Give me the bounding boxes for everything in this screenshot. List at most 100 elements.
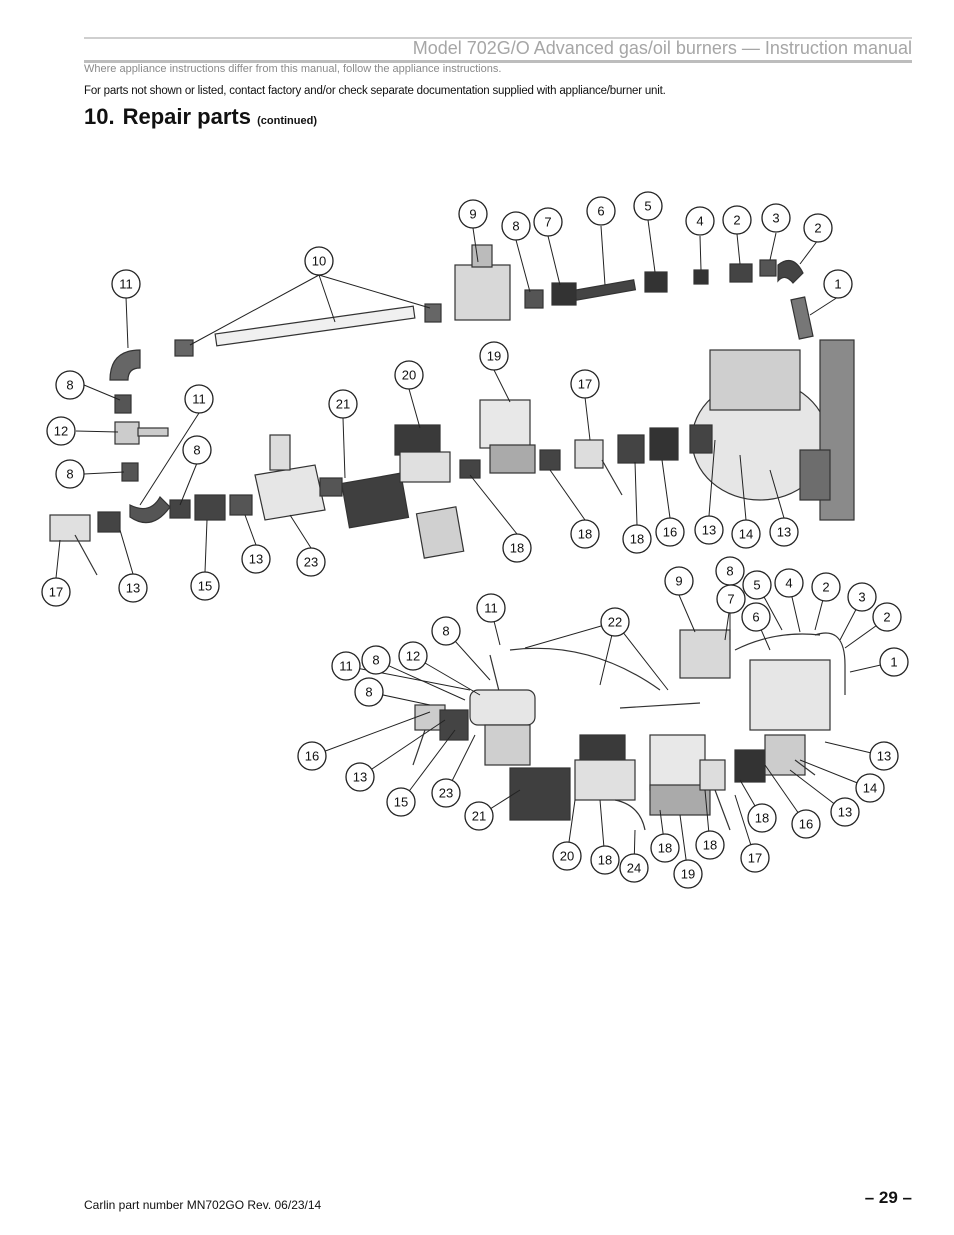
svg-text:13: 13 (353, 770, 367, 785)
callout-12: 12 (398, 641, 428, 671)
callout-17: 17 (570, 369, 600, 399)
svg-text:13: 13 (126, 581, 140, 596)
svg-text:11: 11 (484, 601, 498, 616)
header-rule-top (84, 37, 912, 39)
callout-2: 2 (811, 572, 841, 602)
svg-text:18: 18 (510, 541, 524, 556)
callout-17: 17 (740, 843, 770, 873)
svg-text:12: 12 (54, 424, 68, 439)
svg-text:23: 23 (304, 555, 318, 570)
callout-11: 11 (331, 651, 361, 681)
svg-text:8: 8 (365, 685, 372, 700)
section-heading: 10.Repair parts (continued) (84, 104, 317, 130)
callout-13: 13 (769, 517, 799, 547)
svg-text:13: 13 (838, 805, 852, 820)
svg-text:14: 14 (739, 527, 753, 542)
callout-2: 2 (872, 602, 902, 632)
callout-3: 3 (847, 582, 877, 612)
callout-1: 1 (823, 269, 853, 299)
svg-text:18: 18 (598, 853, 612, 868)
svg-text:8: 8 (726, 564, 733, 579)
svg-text:2: 2 (733, 213, 740, 228)
callout-14: 14 (731, 519, 761, 549)
callout-2: 2 (722, 205, 752, 235)
callout-23: 23 (431, 778, 461, 808)
svg-text:2: 2 (883, 610, 890, 625)
svg-text:20: 20 (560, 849, 574, 864)
callout-18: 18 (590, 845, 620, 875)
svg-text:22: 22 (608, 615, 622, 630)
svg-text:3: 3 (858, 590, 865, 605)
svg-text:18: 18 (755, 811, 769, 826)
svg-text:8: 8 (66, 378, 73, 393)
callout-18: 18 (650, 833, 680, 863)
callout-21: 21 (464, 801, 494, 831)
svg-text:11: 11 (119, 277, 133, 292)
callout-11: 11 (184, 384, 214, 414)
svg-text:19: 19 (487, 349, 501, 364)
callout-15: 15 (190, 571, 220, 601)
assembled-parts (412, 629, 846, 831)
svg-text:15: 15 (394, 795, 408, 810)
svg-text:13: 13 (877, 749, 891, 764)
callout-9: 9 (458, 199, 488, 229)
exploded-callouts: 9 8 7 6 5 4 2 3 2 1 10 11 8 12 8 11 8 21… (41, 191, 853, 607)
callout-8: 8 (361, 645, 391, 675)
callout-20: 20 (394, 360, 424, 390)
callout-17: 17 (41, 577, 71, 607)
callout-7: 7 (533, 207, 563, 237)
section-number: 10. (84, 104, 115, 129)
svg-text:23: 23 (439, 786, 453, 801)
svg-text:18: 18 (658, 841, 672, 856)
svg-text:17: 17 (748, 851, 762, 866)
callout-18: 18 (622, 524, 652, 554)
svg-text:7: 7 (727, 592, 734, 607)
callout-16: 16 (655, 517, 685, 547)
svg-text:5: 5 (753, 578, 760, 593)
svg-text:8: 8 (512, 219, 519, 234)
svg-text:9: 9 (469, 207, 476, 222)
svg-text:2: 2 (822, 580, 829, 595)
page-number: – 29 – (864, 1188, 912, 1207)
svg-text:16: 16 (305, 749, 319, 764)
svg-text:3: 3 (772, 211, 779, 226)
svg-text:18: 18 (630, 532, 644, 547)
callout-7: 7 (716, 584, 746, 614)
svg-text:21: 21 (472, 809, 486, 824)
svg-text:12: 12 (406, 649, 420, 664)
svg-text:17: 17 (578, 377, 592, 392)
callout-24: 24 (619, 853, 649, 883)
callout-6: 6 (741, 602, 771, 632)
svg-text:16: 16 (663, 525, 677, 540)
svg-text:10: 10 (312, 254, 326, 269)
svg-text:24: 24 (627, 861, 641, 876)
callout-5: 5 (742, 570, 772, 600)
svg-text:8: 8 (442, 624, 449, 639)
callout-16: 16 (791, 809, 821, 839)
svg-text:15: 15 (198, 579, 212, 594)
callout-23: 23 (296, 547, 326, 577)
callout-16: 16 (297, 741, 327, 771)
callout-13: 13 (694, 515, 724, 545)
svg-text:8: 8 (372, 653, 379, 668)
svg-text:6: 6 (752, 610, 759, 625)
svg-text:9: 9 (675, 574, 682, 589)
svg-text:20: 20 (402, 368, 416, 383)
callout-18: 18 (747, 803, 777, 833)
callout-1: 1 (879, 647, 909, 677)
callout-20: 20 (552, 841, 582, 871)
svg-text:13: 13 (777, 525, 791, 540)
svg-text:2: 2 (814, 221, 821, 236)
callout-9: 9 (664, 566, 694, 596)
svg-text:4: 4 (785, 576, 792, 591)
callout-13: 13 (869, 741, 899, 771)
callout-8: 8 (501, 211, 531, 241)
parts-note: For parts not shown or listed, contact f… (84, 85, 666, 97)
svg-text:4: 4 (696, 214, 703, 229)
svg-text:18: 18 (703, 838, 717, 853)
callout-18: 18 (570, 519, 600, 549)
svg-text:18: 18 (578, 527, 592, 542)
callout-13: 13 (830, 797, 860, 827)
exploded-parts (49, 244, 855, 576)
svg-text:8: 8 (193, 443, 200, 458)
